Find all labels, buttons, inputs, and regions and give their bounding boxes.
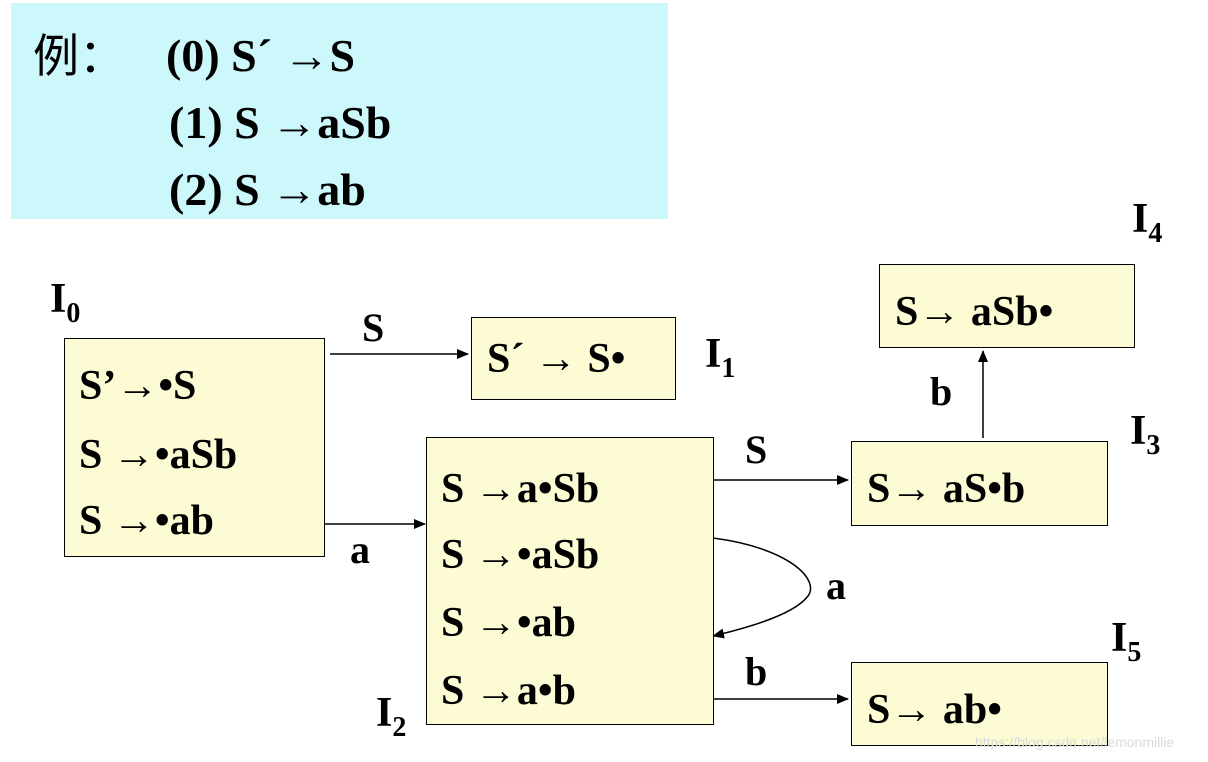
edge-label-i2-i5: b xyxy=(745,649,768,694)
state-i5-label: I5 xyxy=(1111,615,1142,668)
state-i0: S’→•S S →•aSb S →•ab xyxy=(64,338,325,557)
state-i0-item-0: S’→•S xyxy=(79,363,197,409)
state-i0-item-2: S →•ab xyxy=(79,498,214,544)
edge-label-i3-i4: b xyxy=(930,369,953,414)
state-i2-item-2: S →•ab xyxy=(441,600,576,646)
state-i4-label: I4 xyxy=(1132,196,1163,249)
state-i2-item-0: S →a•Sb xyxy=(441,466,600,512)
state-i5-item-0: S→ ab• xyxy=(867,687,1002,733)
edge-label-i2-i3: S xyxy=(745,427,768,472)
edge-label-i2-loop: a xyxy=(826,563,846,608)
grammar-rule-2: (2) S →ab xyxy=(169,164,366,215)
state-i4: S→ aSb• xyxy=(879,264,1135,348)
state-i3: S→ aS•b xyxy=(851,441,1108,526)
state-i1-label: I1 xyxy=(705,331,736,384)
state-i5: S→ ab• xyxy=(851,662,1108,746)
state-i3-label: I3 xyxy=(1130,408,1161,461)
state-i2-label: I2 xyxy=(376,690,407,743)
state-i3-item-0: S→ aS•b xyxy=(867,466,1026,512)
state-i0-label: I0 xyxy=(50,276,81,329)
example-prefix: 例： xyxy=(33,29,125,83)
grammar-panel: 例： (0) S´ →S (1) S →aSb (2) S →ab xyxy=(11,3,668,219)
grammar-rule-1: (1) S →aSb xyxy=(169,97,392,148)
state-i2: S →a•Sb S →•aSb S →•ab S →a•b xyxy=(426,437,714,725)
watermark: https://blog.csdn.net/lemonmillie xyxy=(975,734,1175,750)
edge-label-i0-i2: a xyxy=(350,527,370,572)
state-i1: S´ → S• xyxy=(471,317,676,400)
state-i1-item-0: S´ → S• xyxy=(487,336,626,382)
grammar-rule-0: (0) S´ →S xyxy=(166,30,356,81)
state-i2-item-3: S →a•b xyxy=(441,668,576,714)
state-i4-item-0: S→ aSb• xyxy=(895,289,1054,335)
state-i2-item-1: S →•aSb xyxy=(441,532,600,578)
edge-label-i0-i1: S xyxy=(362,305,385,350)
edge-i2-i2-loop xyxy=(712,537,812,639)
state-i0-item-1: S →•aSb xyxy=(79,432,238,478)
